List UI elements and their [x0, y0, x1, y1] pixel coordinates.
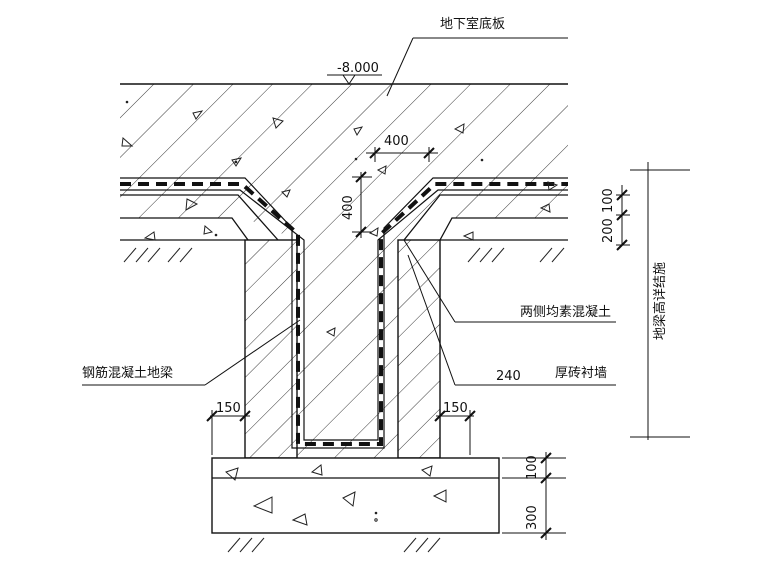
dim-right-150-text: 150 [443, 401, 468, 416]
dimension-bottom-100-300: 100 300 [502, 452, 566, 540]
dim-right-100-text: 100 [601, 188, 616, 213]
basement-slab [120, 83, 568, 458]
dimension-right-100-200: 100 200 [601, 185, 630, 251]
dim-right-200-text: 200 [601, 218, 616, 243]
plain-concrete-layers [120, 194, 568, 241]
dimension-right-150: 150 [434, 401, 476, 455]
left-brick-wall [244, 239, 298, 459]
dim-bottom-300-text: 300 [525, 505, 540, 530]
brick-wall-label: 厚砖衬墙 [555, 366, 607, 381]
rc-beam-label: 钢筋混凝土地梁 [82, 365, 173, 381]
dim-left-150-text: 150 [216, 401, 241, 416]
footing [211, 457, 500, 534]
dimension-400-vertical: 400 [341, 171, 372, 238]
waterproof-membrane [120, 177, 568, 449]
dim-bottom-100-text: 100 [525, 455, 540, 480]
basement-floor-label: 地下室底板 [440, 16, 505, 32]
concrete-aggregate-marks [121, 100, 559, 526]
dim-400-vertical-text: 400 [341, 195, 356, 220]
plain-concrete-label: 两侧均素混凝土 [520, 304, 611, 320]
basement-floor-callout: 地下室底板 [386, 16, 568, 97]
beam-height-note: 地梁高详结施 [652, 262, 668, 340]
dimension-left-150: 150 [206, 401, 251, 455]
brick-thickness-label: 240 [496, 369, 521, 384]
beam-height-dimension: 地梁高详结施 [630, 162, 690, 440]
ground-marks [123, 247, 565, 553]
elevation-marker: -8.000 [327, 61, 382, 85]
elevation-label: -8.000 [337, 61, 379, 76]
rc-beam-callout: 钢筋混凝土地梁 [82, 319, 301, 386]
dimension-400-horizontal: 400 [366, 134, 438, 162]
brick-wall-callout: 240 厚砖衬墙 [407, 254, 616, 386]
right-brick-wall [397, 239, 441, 459]
plain-concrete-callout: 两侧均素混凝土 [403, 239, 616, 323]
dim-400-horizontal-text: 400 [384, 134, 409, 149]
